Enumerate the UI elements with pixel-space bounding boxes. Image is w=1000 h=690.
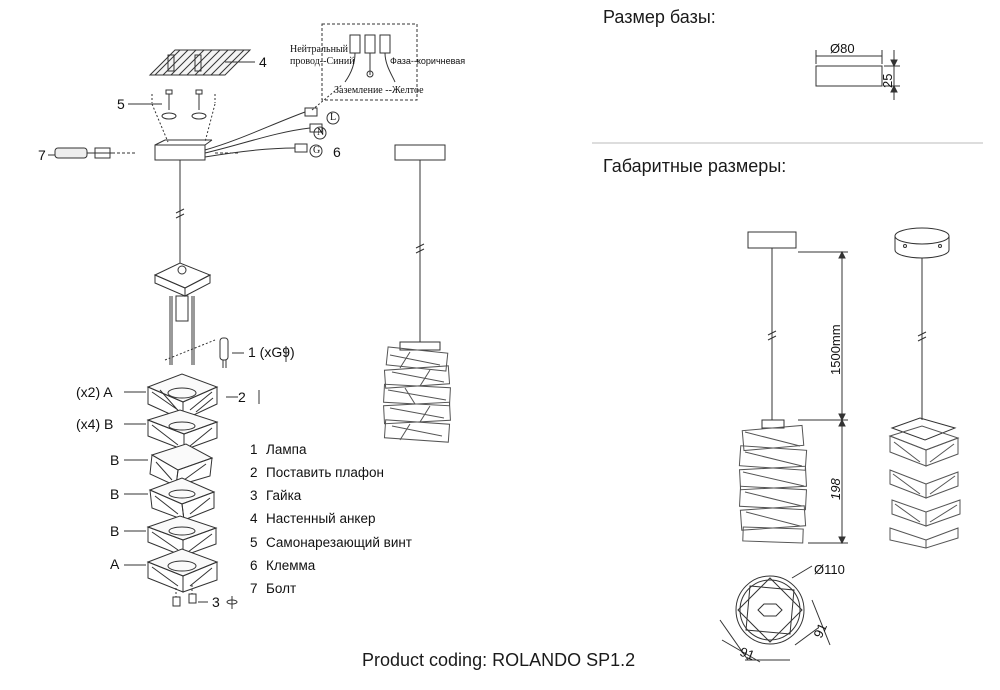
terminal-l: L xyxy=(330,112,337,123)
part-label-a-top: (x2) A xyxy=(76,384,113,400)
wiring-detail xyxy=(321,23,418,101)
legend-item: 1 Лампа xyxy=(250,442,306,457)
legend-item: 6 Клемма xyxy=(250,558,315,573)
shade-block-b3 xyxy=(148,477,216,521)
shade-block-b1 xyxy=(146,409,219,451)
callout-4: 4 xyxy=(259,54,267,70)
legend-text: Настенный анкер xyxy=(266,511,376,526)
terminals xyxy=(294,107,340,158)
base-size-drawing xyxy=(815,50,900,100)
legend-num: 3 xyxy=(250,488,258,503)
ground-label: Заземление --Желтое xyxy=(334,85,424,96)
lamp-holder xyxy=(153,262,212,365)
callout-1: 1 (xG9) xyxy=(248,344,295,360)
overall-perspective-drawing xyxy=(888,227,961,549)
base-size-heading: Размер базы: xyxy=(603,7,716,27)
part-label-b4: B xyxy=(110,523,120,539)
terminal-g: G xyxy=(313,145,321,156)
overall-size-heading: Габаритные размеры: xyxy=(603,156,787,176)
legend-num: 4 xyxy=(250,511,258,526)
legend-text: Самонарезающий винт xyxy=(266,535,412,550)
base-height-label: 25 xyxy=(880,73,895,88)
overall-front-drawing xyxy=(738,231,848,545)
bolt xyxy=(54,147,240,159)
legend-num: 6 xyxy=(250,558,258,573)
neutral-label-1: Нейтральный xyxy=(290,44,349,55)
legend-text: Клемма xyxy=(266,558,316,573)
legend-num: 1 xyxy=(250,442,258,457)
callout-2: 2 xyxy=(238,389,246,405)
terminal-n: N xyxy=(317,127,325,138)
legend-item: 2 Поставить плафон xyxy=(250,465,384,480)
shade-height-label: 198 xyxy=(828,478,843,500)
top-view-drawing xyxy=(719,565,831,663)
callout-6: 6 xyxy=(333,144,341,160)
part-label-b2: B xyxy=(110,452,120,468)
legend-item: 5 Самонарезающий винт xyxy=(250,535,412,550)
legend-text: Лампа xyxy=(266,442,307,457)
phase-label: Фаза--коричневая xyxy=(390,56,466,66)
legend-text: Поставить плафон xyxy=(266,465,384,480)
legend-num: 2 xyxy=(250,465,258,480)
base-diameter-label: Ø80 xyxy=(830,41,855,56)
part-label-b3: B xyxy=(110,486,120,502)
legend-num: 7 xyxy=(250,581,258,596)
callout-3: 3 xyxy=(212,594,220,610)
assembled-lamp xyxy=(383,144,451,443)
legend-item: 7 Болт xyxy=(250,581,296,596)
nuts xyxy=(172,585,238,609)
legend-item: 4 Настенный анкер xyxy=(250,511,376,526)
shade-block-a-bottom xyxy=(146,548,219,593)
product-coding: Product coding: ROLANDO SP1.2 xyxy=(362,650,636,670)
legend-item: 3 Гайка xyxy=(250,488,301,503)
part-label-b-first: (x4) B xyxy=(76,416,114,432)
legend-text: Болт xyxy=(266,581,297,596)
ceiling-base xyxy=(154,139,213,161)
bulb-g9 xyxy=(219,337,287,368)
neutral-label-2: провод--Синий xyxy=(290,56,355,67)
legend-text: Гайка xyxy=(266,488,302,503)
screws xyxy=(151,89,216,120)
legend-num: 5 xyxy=(250,535,258,550)
part-label-a-bottom: A xyxy=(110,556,120,572)
callout-7: 7 xyxy=(38,147,46,163)
callout-5: 5 xyxy=(117,96,125,112)
cable-length-label: 1500mm xyxy=(828,324,843,375)
shade-diameter-label: Ø110 xyxy=(814,562,845,577)
